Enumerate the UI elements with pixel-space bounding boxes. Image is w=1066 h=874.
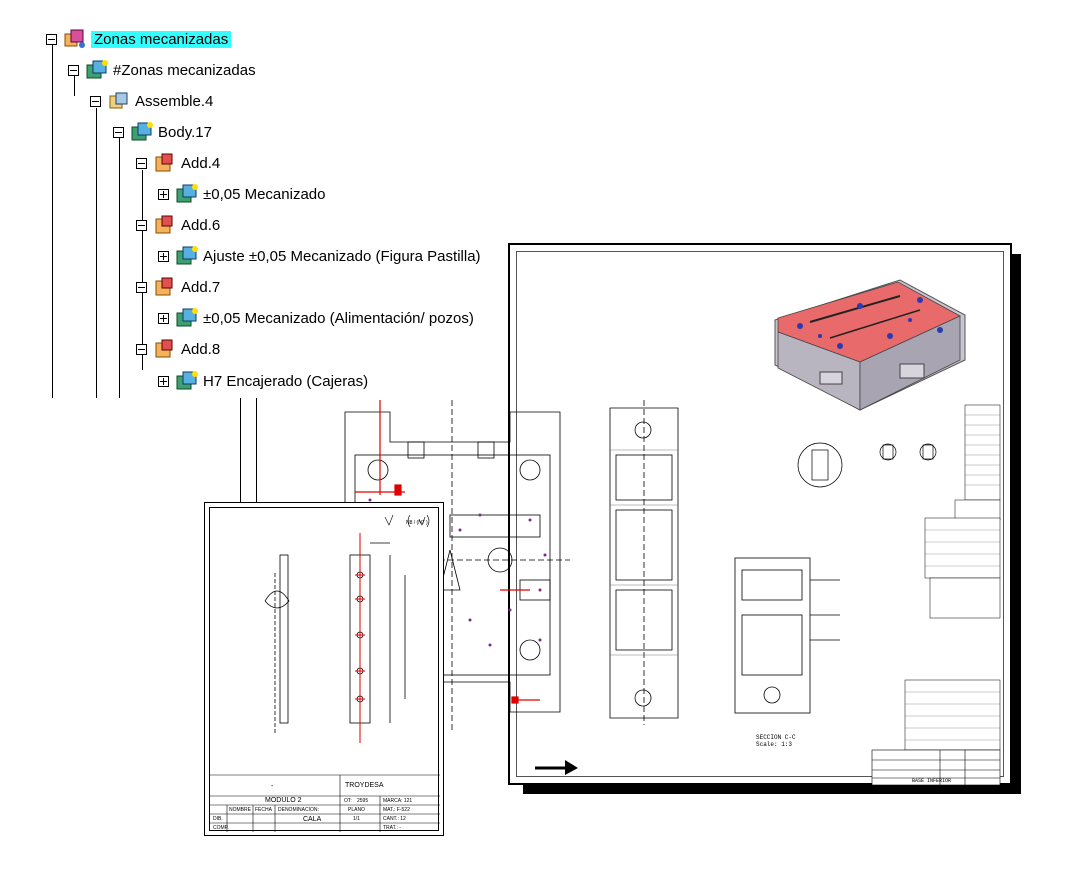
title-block-name: BASE INFERIOR xyxy=(912,778,952,784)
company-name: TROYDESA xyxy=(345,782,384,789)
add-operation-icon xyxy=(155,339,173,358)
collapse-toggle[interactable] xyxy=(68,64,79,76)
body-icon xyxy=(176,184,198,203)
tree-node-assemble[interactable]: Assemble.4 xyxy=(90,88,213,114)
part-name: CALA xyxy=(303,816,322,823)
tree-node-label: Add.6 xyxy=(181,216,221,234)
section-c-c-view xyxy=(734,557,840,714)
tree-connector xyxy=(52,44,53,398)
collapse-toggle[interactable] xyxy=(136,343,147,355)
title-dash: - xyxy=(271,783,274,790)
isometric-3d-model xyxy=(774,279,966,411)
tree-node-add7[interactable]: Add.7 xyxy=(136,274,220,300)
view-direction-arrow xyxy=(535,760,578,775)
tree-node-label: ±0,05 Mecanizado (Alimentación/ pozos) xyxy=(203,309,474,327)
tree-node-add4[interactable]: Add.4 xyxy=(136,150,220,176)
tree-node-label: Add.8 xyxy=(181,340,221,358)
drawing-sheet-modulo-2: N8 / (N7 ) - TROYDESA MODULO 2 OT: 2595 … xyxy=(204,502,444,836)
tree-node-zonas-root[interactable]: Zonas mecanizadas xyxy=(46,26,232,52)
tree-node-body17[interactable]: Body.17 xyxy=(113,119,212,145)
tree-node-label: Add.4 xyxy=(181,154,221,172)
fecha-label: FECHA xyxy=(255,807,272,813)
collapse-toggle[interactable] xyxy=(136,157,147,169)
body-icon xyxy=(86,60,108,79)
background-sheet-edge xyxy=(256,398,257,508)
collapse-toggle[interactable] xyxy=(136,219,147,231)
add-operation-icon xyxy=(155,277,173,296)
body-icon xyxy=(176,371,198,390)
body-icon xyxy=(176,308,198,327)
dib-label: DIB. xyxy=(213,816,223,822)
geometric-set-icon xyxy=(64,29,85,48)
section-label: SECCION C-C xyxy=(756,734,796,741)
background-sheet-edge xyxy=(240,398,241,508)
collapse-toggle[interactable] xyxy=(90,95,101,107)
drawing-frame xyxy=(516,251,1004,777)
detail-views xyxy=(797,442,937,488)
ot-label: OT: xyxy=(344,798,352,804)
tree-node-label: ±0,05 Mecanizado xyxy=(203,185,326,203)
tree-node-label: #Zonas mecanizadas xyxy=(113,61,256,79)
tree-node-mecanizado[interactable]: ±0,05 Mecanizado xyxy=(158,181,325,207)
parts-tables xyxy=(904,404,1001,751)
tree-node-label: Add.7 xyxy=(181,278,221,296)
side-view-hatch xyxy=(610,449,678,656)
tree-node-zonas-body[interactable]: #Zonas mecanizadas xyxy=(68,57,256,83)
collapse-toggle[interactable] xyxy=(113,126,124,138)
trat-value: TRAT.: - xyxy=(383,825,401,831)
cala-part-views xyxy=(210,514,440,832)
tree-connector xyxy=(96,108,97,398)
parts-table-rows xyxy=(905,414,1000,741)
main-title-block xyxy=(871,749,1001,786)
comp-label: COMP. xyxy=(213,825,229,831)
nombre-label: NOMBRE xyxy=(229,807,251,813)
collapse-toggle[interactable] xyxy=(46,33,57,45)
marca-value: MARCA: 121 xyxy=(383,798,413,804)
denominacion-label: DENOMINACION: xyxy=(278,807,319,813)
tree-connector xyxy=(119,138,120,398)
tree-node-ajuste[interactable]: Ajuste ±0,05 Mecanizado (Figura Pastilla… xyxy=(158,243,481,269)
tree-node-label: Zonas mecanizadas xyxy=(91,30,232,48)
assemble-icon xyxy=(109,92,128,109)
tree-node-h7[interactable]: H7 Encajerado (Cajeras) xyxy=(158,368,368,394)
plano-label: PLANO xyxy=(348,807,365,813)
side-view xyxy=(609,400,679,725)
technical-drawing-views xyxy=(340,279,1001,786)
plano-value: 1/1 xyxy=(353,816,360,822)
tree-node-alimentacion[interactable]: ±0,05 Mecanizado (Alimentación/ pozos) xyxy=(158,305,474,331)
expand-toggle[interactable] xyxy=(158,188,169,200)
section-scale: Scale: 1:3 xyxy=(756,741,793,748)
tree-node-add8[interactable]: Add.8 xyxy=(136,336,220,362)
tree-node-label: Body.17 xyxy=(158,123,212,141)
body-icon xyxy=(131,122,153,141)
collapse-toggle[interactable] xyxy=(136,281,147,293)
expand-toggle[interactable] xyxy=(158,375,169,387)
expand-toggle[interactable] xyxy=(158,250,169,262)
tree-node-label: H7 Encajerado (Cajeras) xyxy=(203,372,369,390)
cant-value: CANT.: 12 xyxy=(383,816,406,822)
small-drawing-frame xyxy=(209,507,439,831)
tree-node-label: Ajuste ±0,05 Mecanizado (Figura Pastilla… xyxy=(203,247,481,265)
expand-toggle[interactable] xyxy=(158,312,169,324)
mat-value: MAT.: F-522 xyxy=(383,807,410,813)
ot-value: 2595 xyxy=(357,798,369,804)
add-operation-icon xyxy=(155,215,173,234)
part-title: MODULO 2 xyxy=(265,797,302,804)
tree-connector xyxy=(142,170,143,370)
tolerance-note: N8 / (N7 ) xyxy=(406,520,428,526)
add-operation-icon xyxy=(155,153,173,172)
body-icon xyxy=(176,246,198,265)
tree-connector xyxy=(74,76,75,96)
tree-node-label: Assemble.4 xyxy=(135,92,214,110)
tree-node-add6[interactable]: Add.6 xyxy=(136,212,220,238)
